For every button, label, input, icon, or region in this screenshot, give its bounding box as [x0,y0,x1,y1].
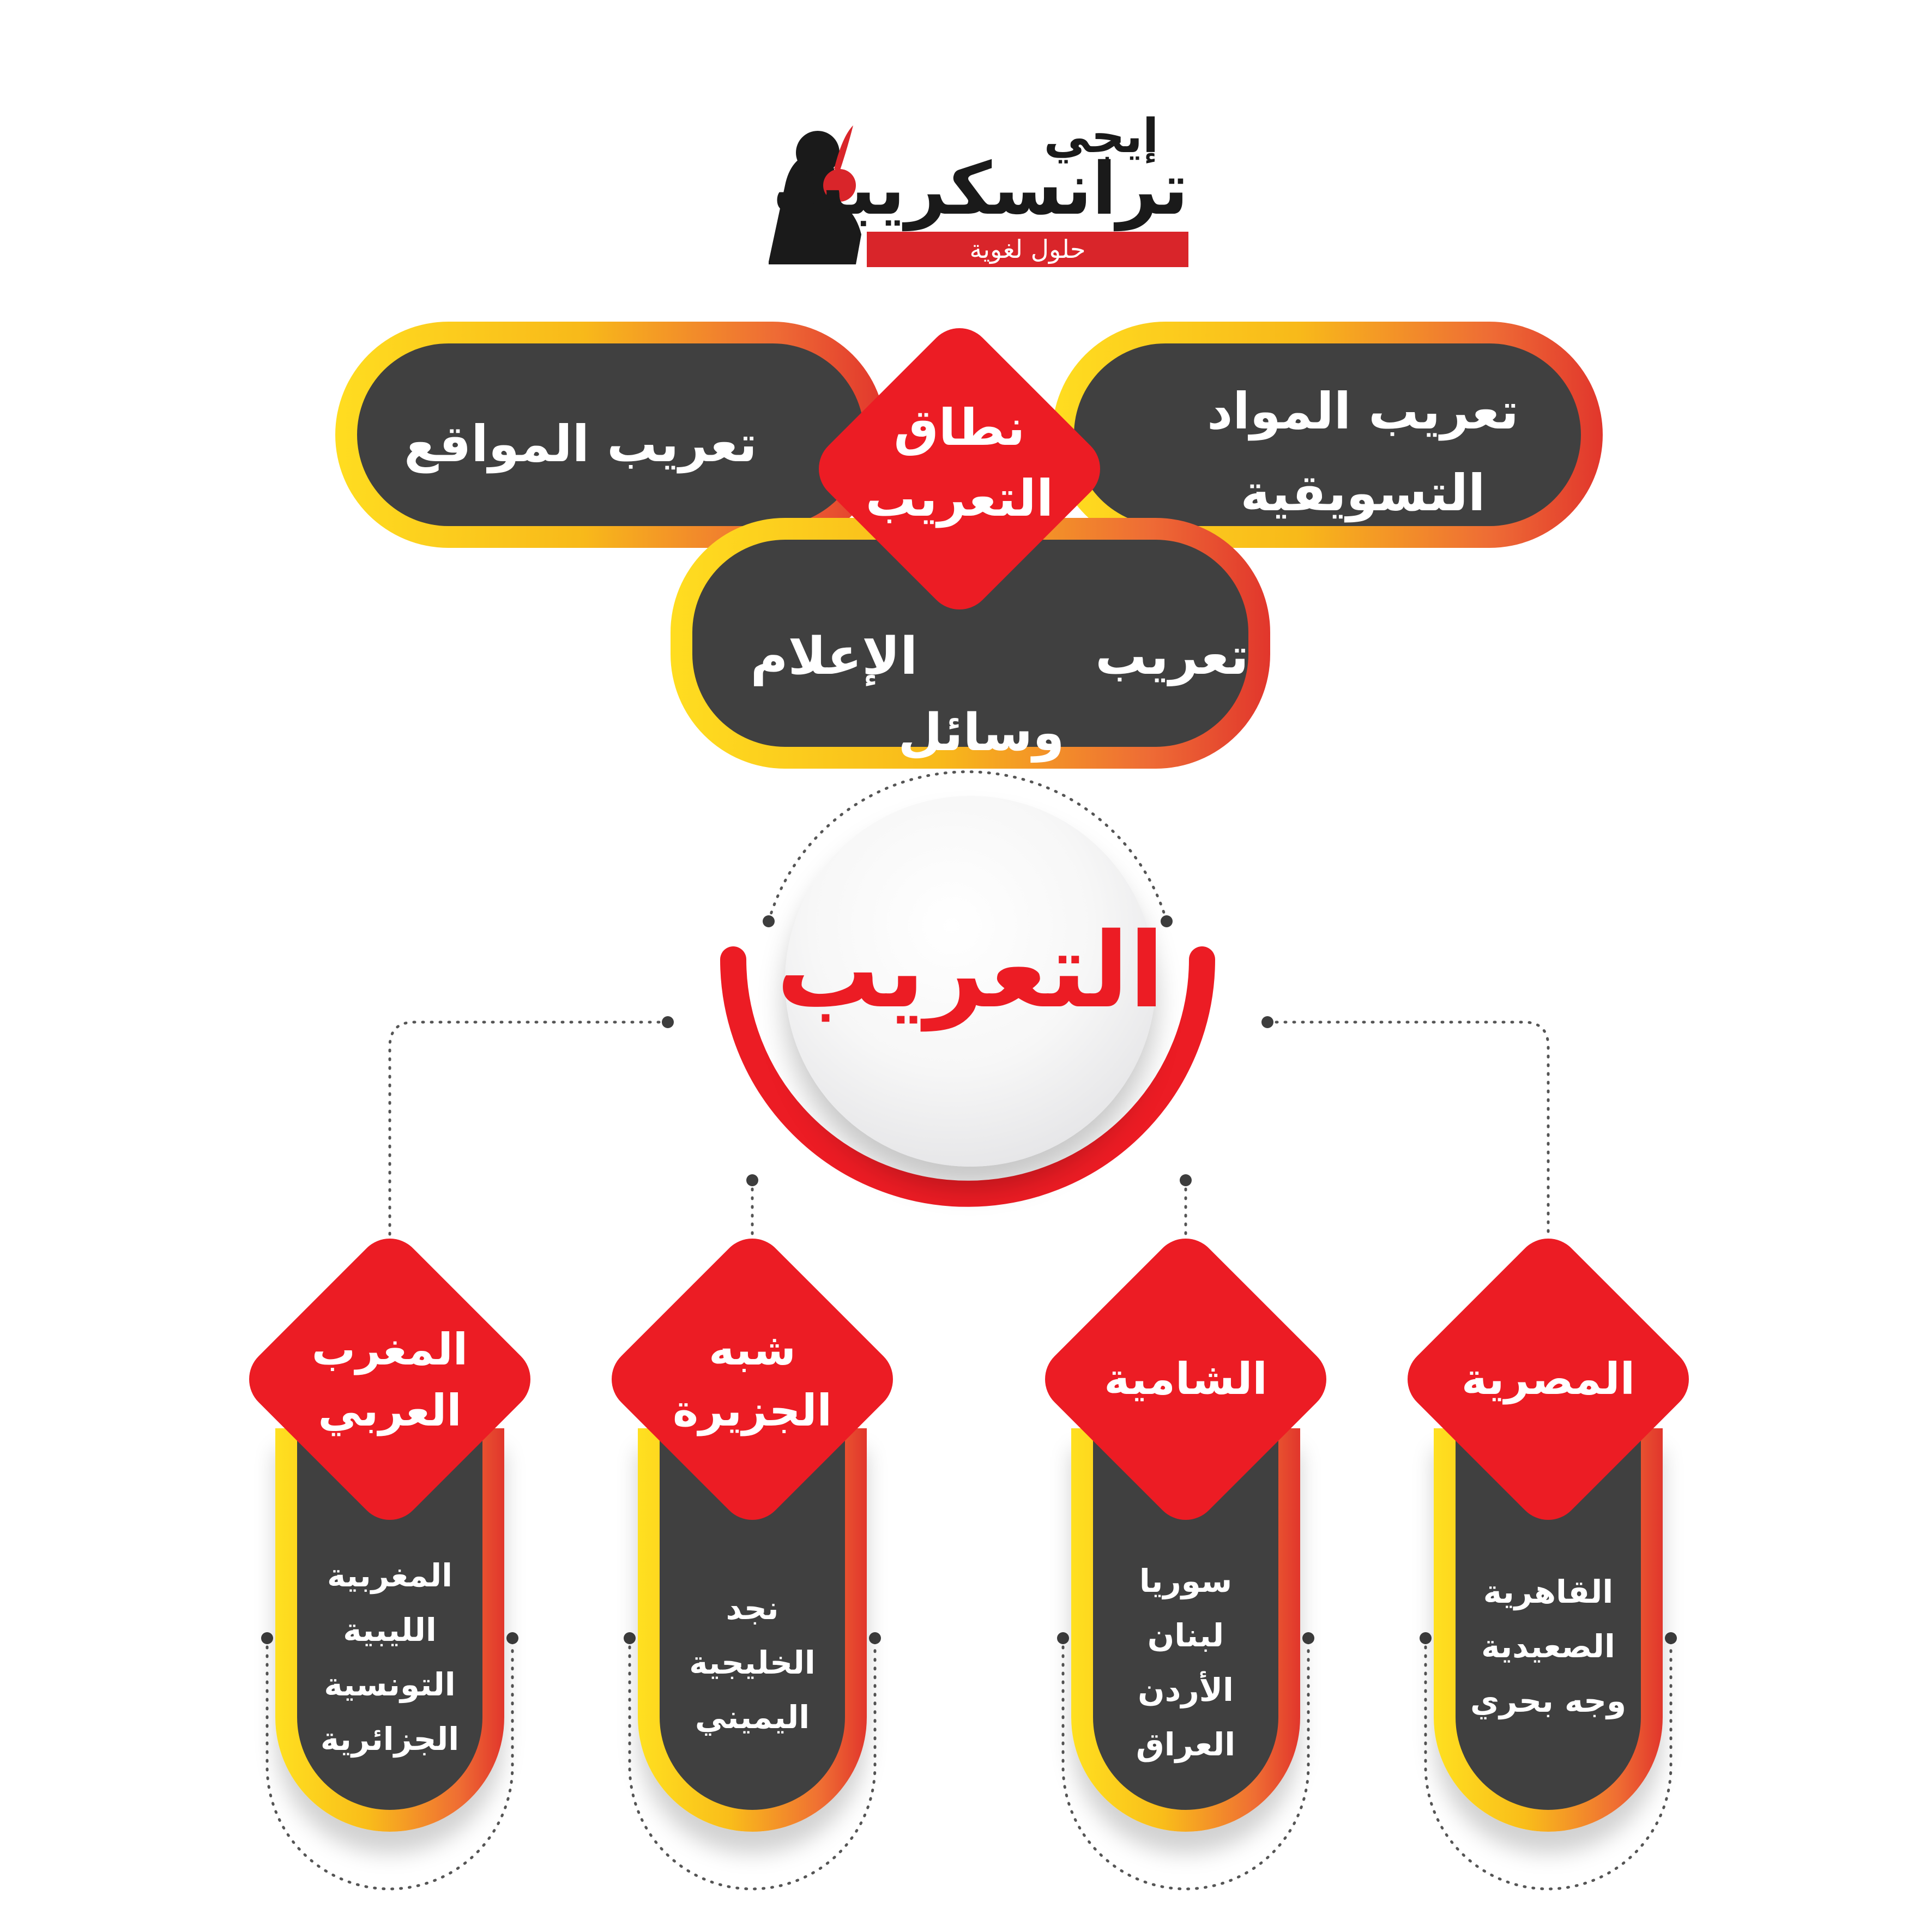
list-item: القاهرية [1483,1573,1614,1610]
pill-websites-inner: تعريب المواقع [357,343,864,526]
dialect-title-egyptian: المصرية [1461,1354,1635,1404]
dialect-list-levant: سوريا لبنان الأردن العراق [1093,1554,1278,1772]
dialect-list-egyptian: القاهرية الصعيدية وجه بحري [1456,1565,1641,1728]
pill-marketing-text: تعريب المواد التسويقية [1207,382,1519,522]
pill-media-text-3: وسائل [898,703,1065,763]
logo-tagline-bar: حلول لغوية [867,232,1188,267]
pill-media: تعريب الإعلام وسائل [671,518,1270,769]
list-item: اليميني [695,1699,810,1736]
dialect-list-peninsula: نجد الخليجية اليميني [660,1581,845,1744]
pill-websites-text: تعريب المواقع [404,415,757,473]
list-item: المغربية [327,1557,452,1594]
pill-marketing: تعريب المواد التسويقية [1052,322,1603,548]
list-item: التونسية [324,1666,456,1703]
list-item: نجد [726,1590,779,1627]
list-item: الصعيدية [1481,1628,1615,1665]
dialect-title-peninsula: شبه الجزيرة [673,1324,832,1436]
logo: إيجي ترانسكريبت حلول لغوية [747,109,1194,273]
dialect-title-maghreb: المغرب العربي [311,1324,468,1436]
list-item: وجه بحري [1470,1682,1627,1719]
dialect-column-maghreb: المغربية الليبية التونسية الجزائرية [275,1428,504,1832]
list-item: العراق [1136,1726,1236,1763]
pill-marketing-inner: تعريب المواد التسويقية [1074,343,1581,526]
logo-main-text: ترانسكريبت [772,147,1188,231]
pill-websites: تعريب المواقع [335,322,886,548]
logo-figure-icon [769,125,861,264]
list-item: الجزائرية [320,1720,460,1758]
dialect-title-levant: الشامية [1104,1354,1267,1404]
list-item: لبنان [1147,1617,1224,1654]
logo-top-text: إيجي [1043,109,1159,164]
scope-diamond-text: نطاق التعريب [865,399,1054,528]
pill-media-text-1: تعريب [1095,627,1249,686]
list-item: الأردن [1138,1671,1234,1708]
list-item: سوريا [1139,1562,1233,1599]
pill-media-text-2: الإعلام [750,627,918,686]
dialect-column-levant-inner: سوريا لبنان الأردن العراق [1093,1428,1278,1810]
center-title: التعريب [776,910,1164,1031]
list-item: الليبية [343,1611,437,1649]
dialect-list-maghreb: المغربية الليبية التونسية الجزائرية [297,1548,482,1766]
dialect-column-levant: سوريا لبنان الأردن العراق [1071,1428,1300,1832]
list-item: الخليجية [689,1644,816,1681]
center-circle [785,796,1156,1167]
logo-tagline: حلول لغوية [969,234,1086,264]
